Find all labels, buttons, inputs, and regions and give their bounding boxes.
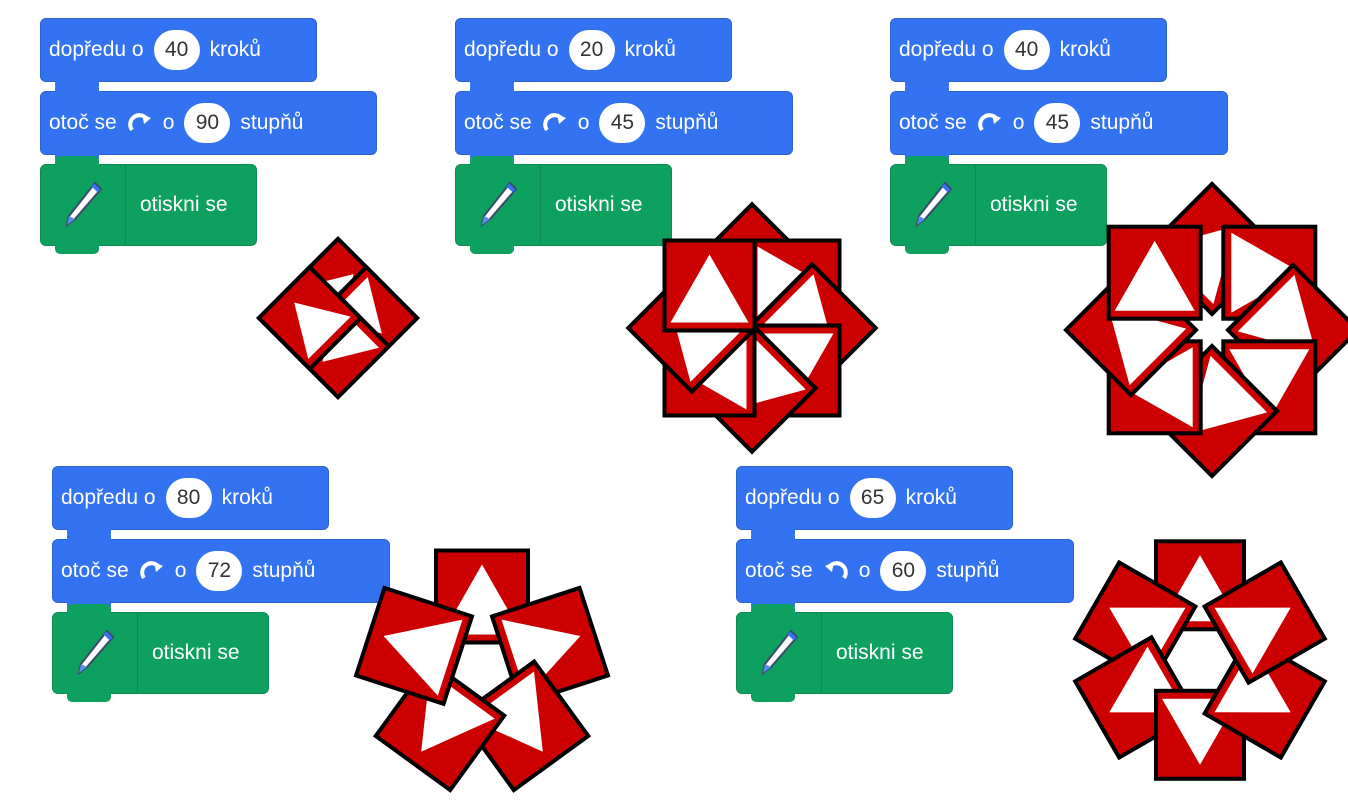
steps-input[interactable]: 65: [849, 478, 896, 518]
steps-input[interactable]: 80: [165, 478, 212, 518]
forward-block[interactable]: dopředu o 80 kroků: [52, 466, 329, 538]
turn-block[interactable]: otoč se o 60 stupňů: [736, 531, 1074, 611]
stamp-square: [1201, 559, 1328, 686]
forward-text: dopředu o: [899, 38, 994, 61]
stamp-block[interactable]: otiskni se: [52, 604, 269, 702]
turn-text: otoč se: [61, 559, 129, 582]
stamp-label: otiskni se: [152, 641, 240, 664]
pen-icon: [41, 165, 126, 245]
stamp-label: otiskni se: [990, 193, 1078, 216]
turn-block[interactable]: otoč se o 90 stupňů: [40, 83, 377, 163]
forward-text: dopředu o: [61, 486, 156, 509]
degrees-input[interactable]: 90: [184, 103, 231, 143]
stamp-square: [255, 264, 364, 372]
stamp-square: [662, 238, 757, 333]
degrees-input[interactable]: 72: [196, 551, 243, 591]
turn-text: otoč se: [49, 111, 117, 134]
forward-block[interactable]: dopředu o 65 kroků: [736, 466, 1013, 538]
pattern-5: [1072, 539, 1328, 781]
forward-text: dopředu o: [49, 38, 144, 61]
steps-unit: kroků: [624, 38, 676, 61]
rotate-right-icon: [977, 113, 1001, 132]
turn-text: otoč se: [745, 559, 813, 582]
degrees-input[interactable]: 60: [880, 551, 927, 591]
steps-input[interactable]: 20: [568, 30, 615, 70]
pen-icon: [456, 165, 541, 245]
turn-o: o: [162, 111, 175, 134]
stamp-block[interactable]: otiskni se: [40, 156, 257, 254]
forward-block[interactable]: dopředu o 40 kroků: [890, 18, 1167, 90]
pattern-1: [255, 235, 421, 401]
stamp-label: otiskni se: [140, 193, 228, 216]
rotate-left-icon: [824, 561, 848, 580]
turn-o: o: [1012, 111, 1025, 134]
steps-unit: kroků: [221, 486, 273, 509]
stamp-block[interactable]: otiskni se: [736, 604, 953, 702]
degrees-input[interactable]: 45: [1034, 103, 1081, 143]
turn-block[interactable]: otoč se o 45 stupňů: [455, 83, 793, 163]
stamp-block[interactable]: otiskni se: [890, 156, 1107, 254]
pen-icon: [891, 165, 976, 245]
stamp-block[interactable]: otiskni se: [455, 156, 672, 254]
degrees-unit: stupňů: [936, 559, 1000, 582]
stamp-square: [1106, 224, 1203, 321]
turn-o: o: [174, 559, 187, 582]
stamp-label: otiskni se: [836, 641, 924, 664]
steps-unit: kroků: [905, 486, 957, 509]
degrees-unit: stupňů: [655, 111, 719, 134]
stamp-label: otiskni se: [555, 193, 643, 216]
forward-text: dopředu o: [464, 38, 559, 61]
pen-icon: [53, 613, 138, 693]
rotate-right-icon: [139, 561, 163, 580]
degrees-unit: stupňů: [1090, 111, 1154, 134]
turn-o: o: [858, 559, 871, 582]
pen-icon: [737, 613, 822, 693]
turn-o: o: [577, 111, 590, 134]
steps-input[interactable]: 40: [153, 30, 200, 70]
rotate-right-icon: [542, 113, 566, 132]
pattern-4: [353, 548, 611, 793]
stamp-square: [456, 658, 592, 793]
degrees-unit: stupňů: [252, 559, 316, 582]
degrees-unit: stupňů: [240, 111, 304, 134]
rotate-right-icon: [127, 113, 151, 132]
stamp-square: [353, 585, 475, 707]
forward-text: dopředu o: [745, 486, 840, 509]
turn-text: otoč se: [464, 111, 532, 134]
pattern-3: [1063, 181, 1348, 479]
turn-block[interactable]: otoč se o 72 stupňů: [52, 531, 390, 611]
forward-block[interactable]: dopředu o 20 kroků: [455, 18, 732, 90]
turn-text: otoč se: [899, 111, 967, 134]
steps-input[interactable]: 40: [1003, 30, 1050, 70]
steps-unit: kroků: [209, 38, 261, 61]
steps-unit: kroků: [1059, 38, 1111, 61]
pattern-2: [625, 201, 879, 455]
turn-block[interactable]: otoč se o 45 stupňů: [890, 83, 1228, 163]
degrees-input[interactable]: 45: [599, 103, 646, 143]
